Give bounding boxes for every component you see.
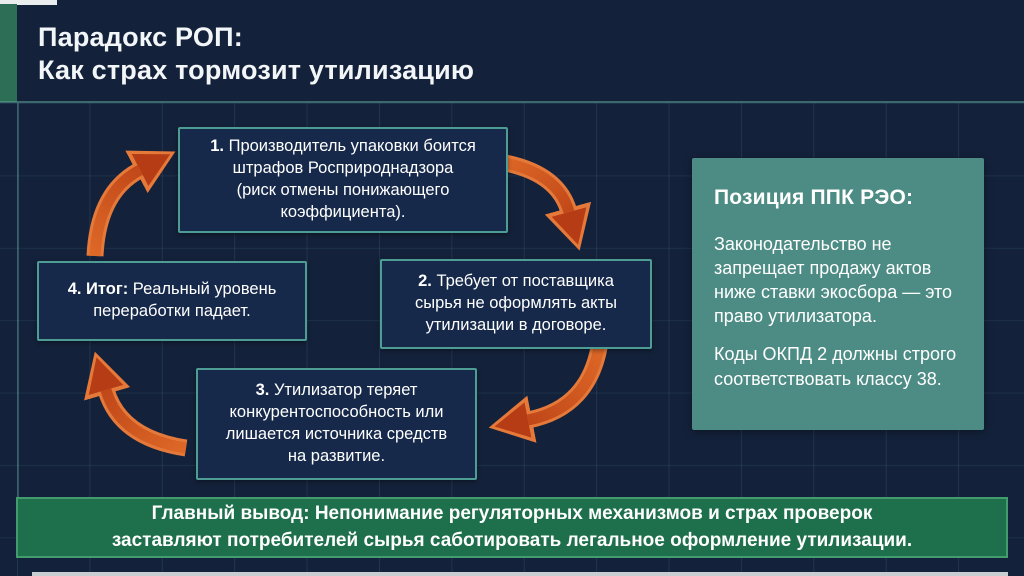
bottom-edge-artifact	[32, 572, 1008, 576]
conclusion-text: Главный вывод: Непонимание регуляторных …	[112, 501, 912, 555]
header: Парадокс РОП:Как страх тормозит утилизац…	[38, 21, 1004, 87]
left-accent-strip	[0, 4, 17, 102]
conclusion-prefix: Главный вывод:	[151, 502, 310, 524]
step-1-number: 1.	[210, 137, 224, 156]
position-panel-heading: Позиция ППК РЭО:	[714, 186, 914, 209]
grid-accent-vline	[17, 103, 19, 497]
step-4-number: 4. Итог:	[67, 280, 129, 299]
step-3-number: 3.	[255, 381, 270, 400]
top-edge-artifact	[0, 0, 57, 5]
step-2-number: 2.	[418, 272, 432, 291]
page-title: Парадокс РОП:Как страх тормозит утилизац…	[38, 22, 475, 85]
header-separator-line	[0, 101, 1024, 103]
conclusion-body: Непонимание регуляторных механизмов и ст…	[111, 502, 913, 551]
conclusion-banner: Главный вывод: Непонимание регуляторных …	[16, 497, 1008, 558]
